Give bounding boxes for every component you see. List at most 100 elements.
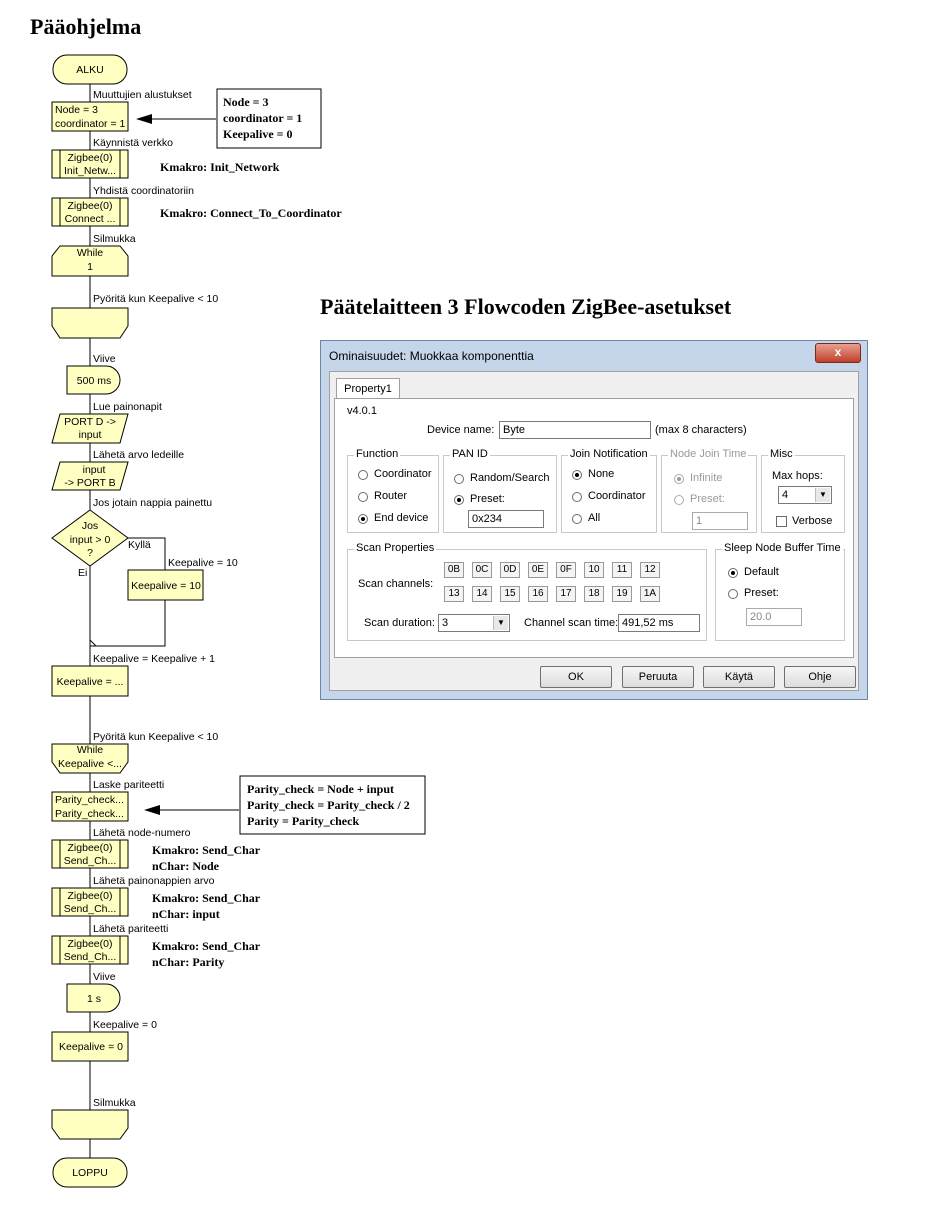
join-time-input[interactable]: 1 bbox=[692, 512, 748, 530]
send1-line2: Send_Ch... bbox=[64, 855, 117, 867]
dialog-title: Ominaisuudet: Muokkaa komponenttia bbox=[329, 349, 534, 363]
label-no: Ei bbox=[78, 567, 87, 579]
label-parity-calc: Laske pariteetti bbox=[93, 779, 164, 791]
keep0-text: Keepalive = 0 bbox=[59, 1041, 123, 1053]
label-set-keep10: Keepalive = 10 bbox=[168, 557, 238, 569]
channel-17[interactable]: 17 bbox=[556, 586, 576, 602]
channel-14[interactable]: 14 bbox=[472, 586, 492, 602]
sleep-preset-input[interactable]: 20.0 bbox=[746, 608, 802, 626]
radio-join-none[interactable] bbox=[572, 470, 582, 480]
close-button[interactable]: x bbox=[815, 343, 861, 363]
channel-10[interactable]: 10 bbox=[584, 562, 604, 578]
radio-sleep-preset[interactable] bbox=[728, 589, 738, 599]
par-line2: Parity_check... bbox=[55, 808, 124, 820]
pan-id-input[interactable]: 0x234 bbox=[468, 510, 544, 528]
channel-scan-time-input[interactable]: 491,52 ms bbox=[618, 614, 700, 632]
dec-line3: ? bbox=[87, 547, 93, 559]
zigbee-send-parity bbox=[51, 935, 129, 965]
channel-19[interactable]: 19 bbox=[612, 586, 632, 602]
scan-duration-value: 3 bbox=[442, 617, 449, 629]
radio-end-device[interactable] bbox=[358, 514, 368, 524]
misc-group: Misc Max hops: 4 ▼ Verbose bbox=[761, 448, 845, 533]
init-calc-line1: Node = 3 bbox=[55, 104, 98, 116]
zig1-line2: Init_Netw... bbox=[64, 165, 116, 177]
init-note-line3: Keepalive = 0 bbox=[223, 127, 293, 141]
zig1-line1: Zigbee(0) bbox=[68, 152, 113, 164]
init-calc-line2: coordinator = 1 bbox=[55, 118, 125, 130]
label-loop-while: Pyöritä kun Keepalive < 10 bbox=[93, 293, 218, 305]
channel-0D[interactable]: 0D bbox=[500, 562, 520, 578]
keepinc-text: Keepalive = ... bbox=[57, 676, 124, 688]
verbose-checkbox[interactable] bbox=[776, 516, 787, 527]
label-if-any: Jos jotain nappia painettu bbox=[93, 497, 212, 509]
main-title: Pääohjelma bbox=[30, 14, 142, 39]
chevron-down-icon[interactable]: ▼ bbox=[493, 616, 508, 630]
label-init: Muuttujien alustukset bbox=[93, 89, 192, 101]
label-send-parity: Lähetä pariteetti bbox=[93, 923, 168, 935]
label-connect: Yhdistä coordinatoriin bbox=[93, 185, 194, 197]
verbose-label: Verbose bbox=[792, 515, 833, 527]
send2-line1: Zigbee(0) bbox=[68, 890, 113, 902]
scan-duration-select[interactable]: 3 ▼ bbox=[438, 614, 510, 632]
radio-join-coordinator[interactable] bbox=[572, 492, 582, 502]
channel-0B[interactable]: 0B bbox=[444, 562, 464, 578]
tab-property1[interactable]: Property1 bbox=[336, 378, 400, 399]
channel-0C[interactable]: 0C bbox=[472, 562, 492, 578]
in-line1: PORT D -> bbox=[64, 416, 116, 428]
kmakro-send-node: Kmakro: Send_Char bbox=[152, 843, 261, 857]
kmakro-send-parity: Kmakro: Send_Char bbox=[152, 939, 261, 953]
version-label: v4.0.1 bbox=[347, 405, 377, 417]
radio-pan-preset[interactable] bbox=[454, 495, 464, 505]
label-read-btn: Lue painonapit bbox=[93, 401, 162, 413]
while2-line2: Keepalive <... bbox=[58, 758, 122, 770]
channel-1A[interactable]: 1A bbox=[640, 586, 660, 602]
device-name-input[interactable]: Byte bbox=[499, 421, 651, 439]
channel-0E[interactable]: 0E bbox=[528, 562, 548, 578]
channel-18[interactable]: 18 bbox=[584, 586, 604, 602]
channel-12[interactable]: 12 bbox=[640, 562, 660, 578]
chevron-down-icon[interactable]: ▼ bbox=[815, 488, 830, 502]
scan-properties-title: Scan Properties bbox=[354, 542, 437, 554]
channel-11[interactable]: 11 bbox=[612, 562, 632, 578]
radio-join-none-label: None bbox=[588, 468, 615, 480]
radio-infinite-label: Infinite bbox=[690, 472, 723, 484]
output-portb bbox=[51, 461, 129, 491]
help-button[interactable]: Ohje bbox=[784, 666, 856, 688]
radio-random-search-label: Random/Search bbox=[470, 472, 550, 484]
channel-16[interactable]: 16 bbox=[528, 586, 548, 602]
radio-random-search[interactable] bbox=[454, 474, 464, 484]
max-hops-select[interactable]: 4 ▼ bbox=[778, 486, 832, 504]
radio-pan-preset-label: Preset: bbox=[470, 493, 505, 505]
dec-line1: Jos bbox=[82, 520, 98, 532]
apply-button[interactable]: Käytä bbox=[703, 666, 775, 688]
end-text: LOPPU bbox=[72, 1167, 108, 1179]
kmakro-init: Kmakro: Init_Network bbox=[160, 160, 280, 174]
radio-infinite[interactable] bbox=[674, 474, 684, 484]
label-loop1: Silmukka bbox=[93, 233, 136, 245]
out-line1: input bbox=[83, 464, 106, 476]
label-delay2: Viive bbox=[93, 971, 116, 983]
node-join-time-group: Node Join Time Infinite Preset: 1 bbox=[661, 448, 757, 533]
radio-router[interactable] bbox=[358, 492, 368, 502]
radio-sleep-preset-label: Preset: bbox=[744, 587, 779, 599]
zigbee-send-node bbox=[51, 839, 129, 869]
channel-15[interactable]: 15 bbox=[500, 586, 520, 602]
while1-loop-end bbox=[51, 307, 129, 339]
zigbee-init-macro bbox=[51, 149, 129, 179]
scan-properties-group: Scan Properties Scan channels: 0B 0C 0D … bbox=[347, 542, 707, 641]
radio-coordinator[interactable] bbox=[358, 470, 368, 480]
delay-1s bbox=[66, 983, 121, 1013]
cancel-button[interactable]: Peruuta bbox=[622, 666, 694, 688]
init-note-line2: coordinator = 1 bbox=[223, 111, 302, 125]
ok-button[interactable]: OK bbox=[540, 666, 612, 688]
input-portd bbox=[51, 413, 129, 444]
label-send-led: Lähetä arvo ledeille bbox=[93, 449, 184, 461]
send3-line2: Send_Ch... bbox=[64, 951, 117, 963]
radio-join-all[interactable] bbox=[572, 514, 582, 524]
channel-13[interactable]: 13 bbox=[444, 586, 464, 602]
send3-line1: Zigbee(0) bbox=[68, 938, 113, 950]
radio-join-time-preset[interactable] bbox=[674, 495, 684, 505]
radio-sleep-default[interactable] bbox=[728, 568, 738, 578]
init-note-arrowhead bbox=[136, 114, 152, 124]
channel-0F[interactable]: 0F bbox=[556, 562, 576, 578]
